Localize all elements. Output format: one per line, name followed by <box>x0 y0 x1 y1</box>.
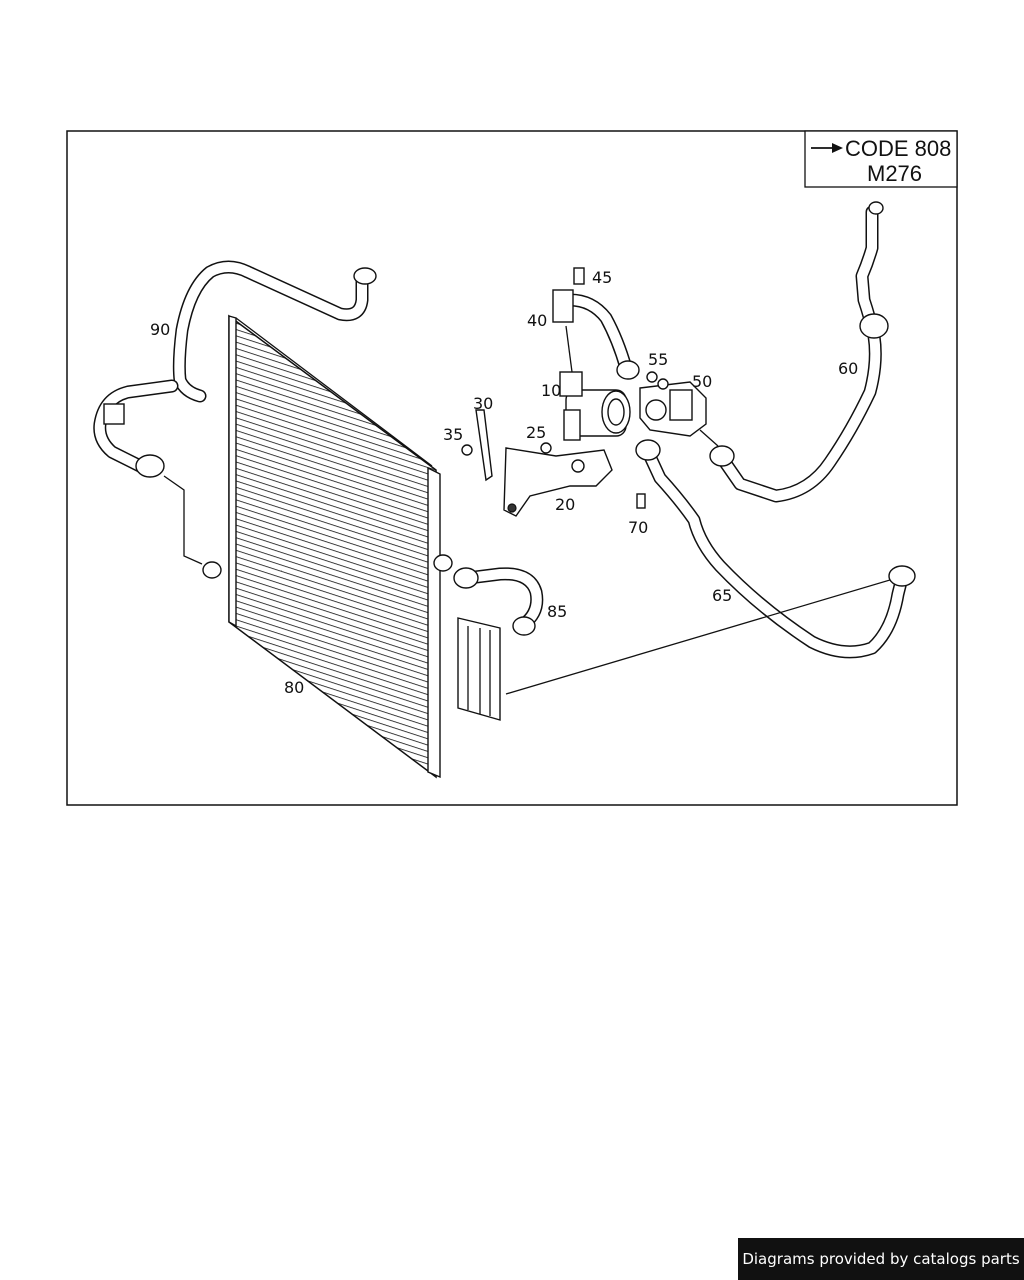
cap-45 <box>573 267 585 285</box>
bracket-20 <box>503 447 613 517</box>
screw-70 <box>636 493 646 509</box>
oil-cooler <box>457 579 891 721</box>
bolt-25 <box>540 442 552 454</box>
callout-60: 60 <box>838 359 858 378</box>
valve-50 <box>639 381 719 447</box>
engine-label: M276 <box>867 161 922 186</box>
washer-55 <box>646 371 669 390</box>
hose-90 <box>93 260 377 565</box>
code-box: CODE 808 M276 <box>804 130 958 188</box>
callout-40: 40 <box>527 311 547 330</box>
callout-10: 10 <box>541 381 561 400</box>
hose-65 <box>635 439 916 659</box>
callout-35: 35 <box>443 425 463 444</box>
diagram-frame <box>66 130 958 806</box>
footer-text: Diagrams provided by catalogs parts <box>742 1250 1020 1268</box>
callout-70: 70 <box>628 518 648 537</box>
callout-65: 65 <box>712 586 732 605</box>
callout-45: 45 <box>592 268 612 287</box>
callout-85: 85 <box>547 602 567 621</box>
nut-35 <box>461 444 473 456</box>
callout-25: 25 <box>526 423 546 442</box>
radiator-80 <box>202 314 453 779</box>
hose-60 <box>709 201 889 503</box>
footer-credit: Diagrams provided by catalogs parts <box>738 1238 1024 1280</box>
callout-55: 55 <box>648 350 668 369</box>
callout-50: 50 <box>692 372 712 391</box>
callout-20: 20 <box>555 495 575 514</box>
pump-10 <box>559 371 631 441</box>
hose-85 <box>453 567 544 636</box>
callout-30: 30 <box>473 394 493 413</box>
bracket-30 <box>475 409 493 482</box>
hose-40 <box>552 289 640 380</box>
arrow-icon <box>811 143 843 153</box>
callout-80: 80 <box>284 678 304 697</box>
code-label: CODE 808 <box>845 136 951 161</box>
callout-90: 90 <box>150 320 170 339</box>
